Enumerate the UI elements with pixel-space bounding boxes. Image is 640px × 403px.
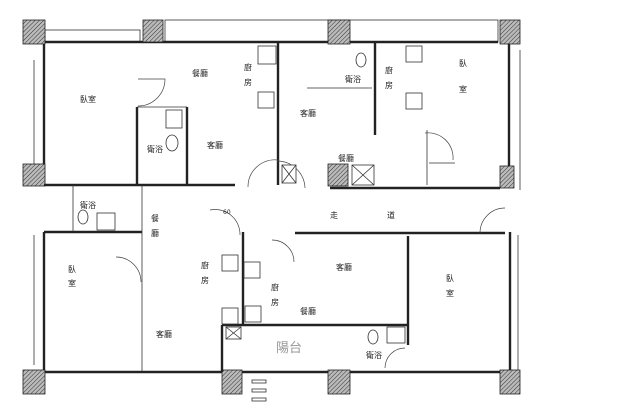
room-label-dining: 餐廳 (192, 68, 208, 78)
door-swings (115, 78, 506, 369)
room-label-bedroom-1: 臥 (446, 274, 454, 283)
unit-bottom-right-labels: 廚 房 餐廳 客廳 臥 室 衛浴 陽台 (271, 262, 454, 360)
stove-icon (244, 305, 262, 323)
exterior-walls (33, 40, 521, 374)
toilet-icon (165, 134, 179, 152)
sink-icon (405, 92, 423, 110)
bathtub-icon (165, 109, 183, 129)
toilet-icon (355, 52, 367, 68)
corridor-label-2: 道 (387, 210, 395, 220)
room-label-kitchen-1: 廚 (201, 260, 209, 270)
sink-icon (96, 212, 116, 231)
room-label-bath: 衛浴 (366, 350, 382, 360)
room-label-living: 客廳 (207, 140, 223, 150)
room-label-kitchen-2: 房 (201, 275, 209, 285)
toilet-icon (367, 329, 379, 345)
toilet-icon (77, 209, 89, 225)
room-label-dining: 餐廳 (338, 153, 354, 163)
room-label-bedroom-1: 臥 (68, 265, 76, 274)
unit-bottom-left-labels: 衛浴 餐 廳 臥 室 廚 房 客廳 (68, 200, 209, 339)
room-label-dining: 餐廳 (300, 306, 316, 316)
room-label-kitchen-1: 廚 (385, 65, 393, 75)
room-label-living: 客廳 (300, 108, 316, 118)
stove-icon (405, 45, 423, 63)
room-label-kitchen-2: 房 (244, 77, 252, 87)
corridor-labels: 走 道 60 (223, 209, 395, 220)
room-label-living: 客廳 (336, 262, 352, 272)
sink-icon (257, 91, 275, 109)
stove-icon (257, 45, 277, 65)
room-label-bedroom-2: 室 (68, 278, 76, 288)
room-label-living: 客廳 (156, 329, 172, 339)
room-label-kitchen-1: 廚 (244, 62, 252, 72)
room-label-balcony: 陽台 (276, 341, 302, 356)
room-label-dining-2: 廳 (151, 228, 159, 238)
sink-icon (243, 261, 261, 279)
room-label-bath: 衛浴 (345, 74, 361, 84)
room-label-dining-1: 餐 (151, 214, 159, 223)
room-label-bath: 衛浴 (147, 144, 163, 154)
room-label-bedroom-2: 室 (446, 288, 454, 298)
room-label-kitchen-1: 廚 (271, 282, 279, 292)
interior-walls (44, 42, 505, 372)
bathtub-icon (386, 326, 406, 344)
corridor-label-1: 走 (330, 211, 338, 220)
top-exterior-strip (44, 19, 499, 43)
room-label-kitchen-2: 房 (385, 80, 393, 90)
stove-icon (221, 307, 239, 325)
fixtures (77, 45, 423, 402)
structural-columns (22, 19, 521, 395)
room-label-bath: 衛浴 (80, 200, 96, 210)
room-label-bedroom-2: 室 (459, 84, 467, 94)
room-label-bedroom-1: 臥 (459, 59, 467, 68)
sink-icon (221, 254, 239, 272)
unit-top-left-labels: 臥室 餐廳 廚 房 客廳 衛浴 (80, 62, 252, 154)
unit-top-right-labels: 客廳 衛浴 廚 房 餐廳 臥 室 (300, 59, 467, 163)
dimension-label: 60 (223, 209, 231, 216)
room-label-bedroom: 臥室 (80, 94, 96, 104)
room-label-kitchen-2: 房 (271, 297, 279, 307)
